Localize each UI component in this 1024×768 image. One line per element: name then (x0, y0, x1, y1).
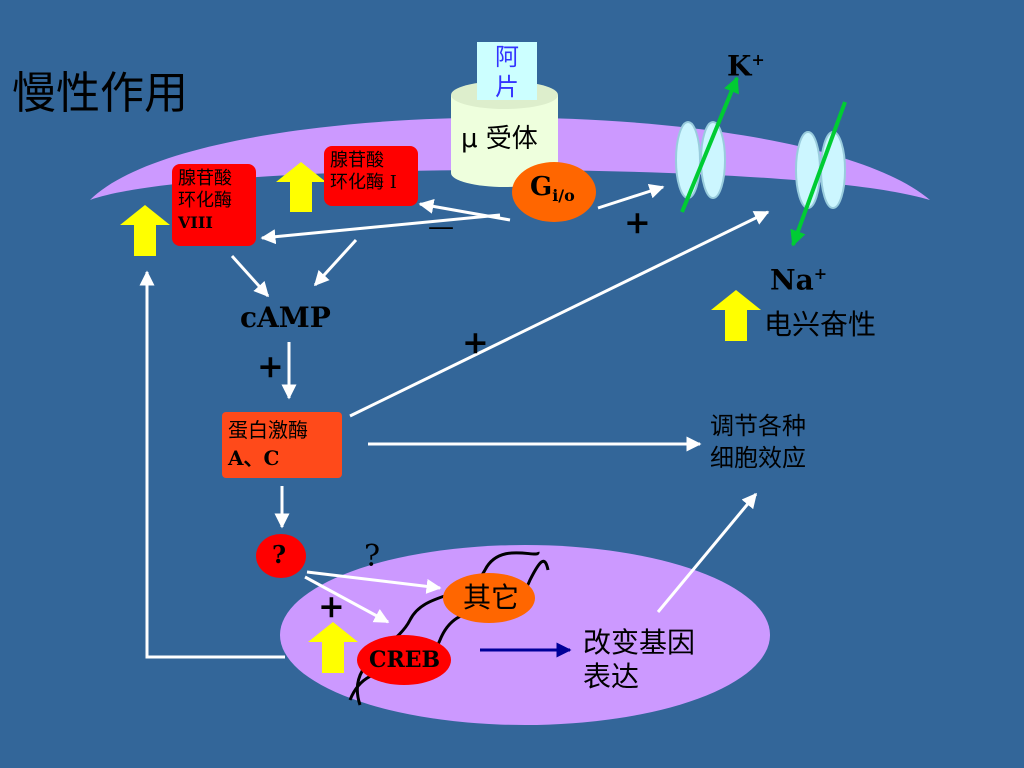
arrow-creb-feedback (139, 270, 285, 659)
nucleus (280, 545, 770, 725)
gio-sub: i/o (552, 186, 575, 206)
arrow-gene-to-effects (656, 492, 758, 613)
gio-main: G (530, 172, 553, 202)
pk-line1: 蛋白激酶 (228, 418, 308, 442)
question-node-label: ? (272, 540, 287, 569)
gene-line1: 改变基因 (583, 626, 696, 659)
question-node (256, 534, 306, 578)
opioid-label: 阿片 (477, 42, 537, 102)
arrow-question-to-creb (304, 575, 390, 624)
adenylyl-cyclase-8-box: 腺苷酸 环化酶 VIII (172, 164, 256, 246)
na-ion-label: Na+ (770, 258, 827, 296)
up-arrow-creb (308, 622, 358, 673)
ac1-line2: 环化酶 I (330, 172, 397, 193)
up-arrow-ac8 (120, 205, 170, 256)
arrow-gio-to-k (597, 184, 665, 210)
other-node (443, 573, 535, 623)
other-label: 其它 (463, 581, 520, 614)
pk-line2: A、C (228, 446, 280, 470)
protein-kinase-box: 蛋白激酶 A、C (222, 412, 342, 478)
gene-expression-label: 改变基因 表达 (583, 626, 695, 694)
na-influx-arrow (790, 101, 847, 247)
gene-line2: 表达 (583, 660, 640, 693)
mu-receptor (451, 42, 558, 187)
regulate-line2: 细胞效应 (710, 444, 806, 472)
minus-sign: — (428, 212, 454, 242)
plus-sign-pk: + (462, 323, 489, 361)
excitability-label: 电兴奋性 (764, 308, 877, 341)
up-arrow-ac1 (276, 162, 326, 212)
camp-label: cAMP (240, 301, 331, 334)
ac8-line1: 腺苷酸 (178, 168, 232, 189)
arrow-gio-to-ac8 (260, 213, 501, 245)
gio-protein (512, 162, 596, 222)
arrow-gio-to-ac1 (418, 198, 511, 222)
plus-sign-camp: + (257, 347, 284, 385)
na-base: Na (770, 263, 814, 297)
regulate-effects-label: 调节各种 细胞效应 (710, 410, 806, 474)
ac8-line2: 环化酶 (178, 190, 232, 211)
ac1-line1: 腺苷酸 (330, 150, 384, 171)
adenylyl-cyclase-1-box: 腺苷酸 环化酶 I (324, 146, 418, 206)
k-ion-label: K+ (727, 44, 765, 82)
k-sup: + (751, 50, 765, 69)
arrow-ac8-to-camp (230, 254, 270, 298)
regulate-line1: 调节各种 (710, 412, 806, 440)
receptor-label: μ 受体 (461, 124, 538, 154)
opioid-text: 阿片 (495, 43, 519, 101)
k-efflux-arrow (680, 76, 739, 213)
arrow-question-to-other (306, 570, 442, 594)
up-arrow-excitability (711, 290, 761, 341)
plus-sign-gio: + (624, 203, 651, 241)
arrow-ac1-to-camp (313, 238, 358, 287)
question-mark-label: ? (364, 539, 381, 574)
page-title: 慢性作用 (12, 68, 188, 119)
k-base: K (727, 49, 752, 83)
na-sup: + (813, 264, 828, 283)
ac8-line3: VIII (178, 213, 213, 232)
arrow-pk-to-na (349, 210, 770, 418)
gio-label: Gi/o (530, 172, 575, 211)
creb-label: CREB (369, 647, 441, 673)
creb-node (357, 635, 451, 685)
plus-sign-creb: + (318, 587, 345, 625)
